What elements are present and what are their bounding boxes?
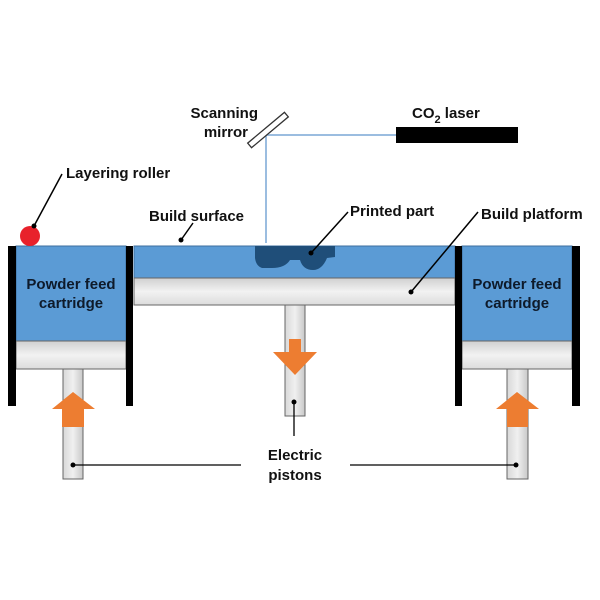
right-cartridge-wall-right bbox=[572, 246, 580, 406]
scanning-mirror-label-2: mirror bbox=[204, 124, 248, 141]
electric-pistons-label-2: pistons bbox=[268, 467, 321, 484]
layering-roller-label: Layering roller bbox=[66, 165, 170, 182]
right-powder-cartridge: Powder feed cartridge bbox=[455, 245, 580, 406]
right-cartridge-label-1: Powder feed bbox=[472, 276, 561, 293]
printed-part bbox=[255, 246, 335, 270]
co2-laser bbox=[396, 127, 518, 143]
left-powder-cartridge: Powder feed cartridge bbox=[8, 245, 133, 406]
left-piston-up-arrow bbox=[52, 392, 95, 427]
build-platform bbox=[133, 277, 456, 306]
scanning-mirror bbox=[246, 111, 290, 149]
layering-roller bbox=[20, 226, 40, 246]
center-piston-down-arrow bbox=[273, 339, 317, 375]
build-chamber bbox=[133, 245, 456, 306]
laser-label: CO2 laser bbox=[412, 105, 480, 126]
scanning-mirror-label-1: Scanning bbox=[190, 105, 258, 122]
printed-part-label: Printed part bbox=[350, 203, 434, 220]
right-cartridge-wall-left bbox=[455, 246, 462, 406]
left-cartridge-label-1: Powder feed bbox=[26, 276, 115, 293]
left-cartridge-wall-right bbox=[126, 246, 133, 406]
left-cartridge-wall-left bbox=[8, 246, 16, 406]
right-cartridge-label-2: cartridge bbox=[485, 295, 549, 312]
build-surface-label: Build surface bbox=[149, 208, 244, 225]
right-piston-up-arrow bbox=[496, 392, 539, 427]
build-platform-label: Build platform bbox=[481, 206, 583, 223]
laser-beam bbox=[265, 134, 396, 243]
electric-pistons-label-1: Electric bbox=[268, 447, 322, 464]
left-cartridge-label-2: cartridge bbox=[39, 295, 103, 312]
